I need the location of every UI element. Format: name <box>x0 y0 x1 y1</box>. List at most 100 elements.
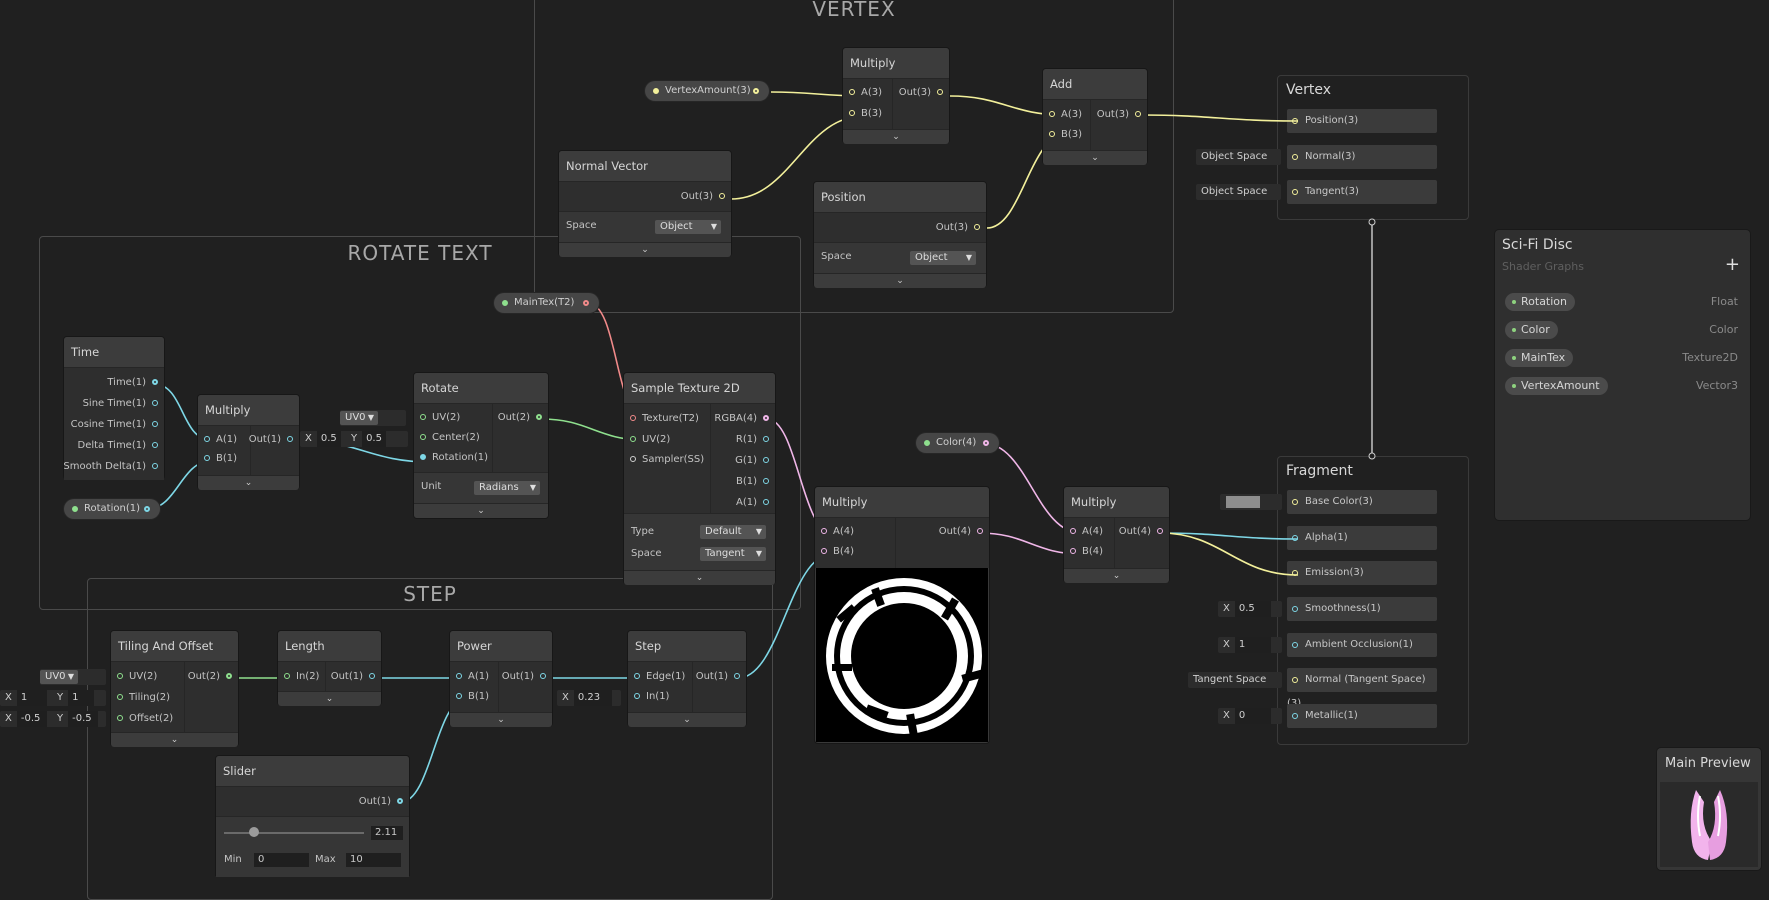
node-multiply-final[interactable]: Multiply A(4) B(4) Out(4) ⌄ <box>1064 487 1169 583</box>
expand-chevron-icon[interactable]: ⌄ <box>450 712 552 727</box>
property-node-color[interactable]: Color(4) <box>916 433 999 453</box>
inline-offset-vector[interactable]: X-0.5 Y-0.5 <box>0 711 106 727</box>
port-smooth-delta[interactable]: Smooth Delta(1) <box>63 460 164 474</box>
port-time[interactable]: Time(1) <box>107 376 164 390</box>
port-out[interactable]: Out(3) <box>899 86 949 100</box>
add-property-button[interactable]: + <box>1724 254 1740 275</box>
expand-chevron-icon[interactable]: ⌄ <box>198 475 299 490</box>
expand-chevron-icon[interactable]: ⌄ <box>843 129 949 144</box>
port-in[interactable]: In(2) <box>278 670 319 684</box>
inline-normal-space[interactable]: Tangent Space <box>1188 672 1282 688</box>
port-rgba[interactable]: RGBA(4) <box>714 412 775 426</box>
port-a[interactable]: A(3) <box>1043 108 1082 122</box>
port-sine-time[interactable]: Sine Time(1) <box>83 397 164 411</box>
port-a[interactable]: A(1) <box>198 433 237 447</box>
property-color[interactable]: Color <box>1505 321 1558 339</box>
port-out[interactable]: Out(1) <box>331 670 381 684</box>
property-rotation[interactable]: Rotation <box>1505 293 1576 311</box>
inline-uv-channel[interactable]: UV0▼ <box>340 410 406 426</box>
slot-metallic[interactable]: Metallic(1) <box>1287 704 1437 728</box>
ao-field[interactable]: 1 <box>1234 637 1271 653</box>
node-slider[interactable]: Slider Out(1) 2.11 Min 0 Max 10 <box>216 756 409 877</box>
property-node-maintex[interactable]: MainTex(T2) <box>494 293 599 313</box>
offset-y-field[interactable]: -0.5 <box>68 711 99 727</box>
node-position[interactable]: Position Out(3) Space Object▼ ⌄ <box>814 182 986 288</box>
port-a[interactable]: A(1) <box>736 496 775 510</box>
port-out[interactable]: Out(1) <box>502 670 552 684</box>
port-b[interactable]: B(3) <box>843 107 882 121</box>
node-length[interactable]: Length In(2) Out(1) ⌄ <box>278 631 381 706</box>
blackboard-panel[interactable]: Sci-Fi Disc Shader Graphs + Rotation Flo… <box>1495 230 1750 520</box>
expand-chevron-icon[interactable]: ⌄ <box>559 242 731 257</box>
port-out[interactable]: Out(4) <box>939 525 989 539</box>
inline-normal-space[interactable]: Object Space <box>1196 149 1281 165</box>
property-vertexamount[interactable]: VertexAmount <box>1505 377 1608 395</box>
center-y-field[interactable]: 0.5 <box>362 431 386 447</box>
port-out[interactable]: Out(3) <box>1097 108 1147 122</box>
port-in[interactable]: In(1) <box>628 690 669 704</box>
slot-tangent[interactable]: Tangent(3) <box>1287 180 1437 204</box>
slider-handle[interactable] <box>248 827 259 837</box>
node-time[interactable]: Time Time(1) Sine Time(1) Cosine Time(1)… <box>63 337 164 480</box>
port-b[interactable]: B(1) <box>736 475 775 489</box>
slot-position[interactable]: Position(3) <box>1287 109 1437 133</box>
port-out[interactable]: Out(3) <box>681 190 731 204</box>
vec1-port-dot[interactable] <box>144 506 150 512</box>
node-rotate[interactable]: Rotate UV(2) Center(2) Rotation(1) Out(2… <box>414 373 548 518</box>
center-x-field[interactable]: 0.5 <box>316 431 341 447</box>
vec3-port-dot[interactable] <box>753 88 759 94</box>
node-step[interactable]: Step Edge(1) In(1) Out(1) ⌄ <box>628 631 746 727</box>
property-maintex[interactable]: MainTex <box>1505 349 1574 367</box>
inline-base-color-swatch[interactable] <box>1220 494 1282 510</box>
slot-base-color[interactable]: Base Color(3) <box>1287 490 1437 514</box>
node-add[interactable]: Add A(3) B(3) Out(3) ⌄ <box>1043 69 1147 165</box>
uv-dropdown[interactable]: UV0▼ <box>340 411 378 425</box>
port-uv[interactable]: UV(2) <box>414 411 460 425</box>
offset-x-field[interactable]: -0.5 <box>16 711 47 727</box>
node-multiply-vertex[interactable]: Multiply A(3) B(3) Out(3) ⌄ <box>843 48 949 144</box>
node-tiling-and-offset[interactable]: Tiling And Offset UV(2) Tiling(2) Offset… <box>111 631 238 747</box>
expand-chevron-icon[interactable]: ⌄ <box>414 503 548 518</box>
uv-dropdown[interactable]: UV0▼ <box>40 670 78 684</box>
max-field[interactable]: 10 <box>346 853 401 867</box>
slot-smoothness[interactable]: Smoothness(1) <box>1287 597 1437 621</box>
property-node-vertexamount[interactable]: VertexAmount(3) <box>645 81 769 101</box>
port-a[interactable]: A(4) <box>815 525 854 539</box>
slot-emission[interactable]: Emission(3) <box>1287 561 1437 585</box>
preview-viewport[interactable] <box>1660 782 1758 867</box>
slot-normal-tangent[interactable]: Normal (Tangent Space)(3) <box>1287 668 1437 709</box>
space-dropdown[interactable]: Tangent▼ <box>700 547 766 561</box>
port-a[interactable]: A(1) <box>450 670 489 684</box>
type-dropdown[interactable]: Default▼ <box>700 525 766 539</box>
space-dropdown[interactable]: Object▼ <box>655 220 721 234</box>
port-out[interactable]: Out(1) <box>696 670 746 684</box>
metallic-field[interactable]: 0 <box>1234 708 1271 724</box>
slider-track[interactable] <box>224 832 364 834</box>
port-a[interactable]: A(4) <box>1064 525 1103 539</box>
port-out[interactable]: Out(2) <box>188 670 238 684</box>
color-swatch[interactable] <box>1226 496 1260 508</box>
inline-tangent-space[interactable]: Object Space <box>1196 184 1281 200</box>
slot-ambient-occlusion[interactable]: Ambient Occlusion(1) <box>1287 633 1437 657</box>
port-out[interactable]: Out(2) <box>498 411 548 425</box>
port-rotation[interactable]: Rotation(1) <box>414 451 488 465</box>
expand-chevron-icon[interactable]: ⌄ <box>1043 150 1147 165</box>
port-a[interactable]: A(3) <box>843 86 882 100</box>
unit-dropdown[interactable]: Radians▼ <box>474 481 540 495</box>
node-multiply-rotation[interactable]: Multiply A(1) B(1) Out(1) ⌄ <box>198 395 299 490</box>
min-field[interactable]: 0 <box>254 853 309 867</box>
slider-value-field[interactable]: 2.11 <box>371 826 403 840</box>
port-uv[interactable]: UV(2) <box>111 670 157 684</box>
space-dropdown[interactable]: Object▼ <box>910 251 976 265</box>
port-out[interactable]: Out(1) <box>359 795 409 809</box>
expand-chevron-icon[interactable]: ⌄ <box>278 691 381 706</box>
smoothness-field[interactable]: 0.5 <box>1234 601 1271 617</box>
main-preview-panel[interactable]: Main Preview <box>1657 748 1761 870</box>
expand-chevron-icon[interactable]: ⌄ <box>814 273 986 288</box>
port-r[interactable]: R(1) <box>736 433 775 447</box>
